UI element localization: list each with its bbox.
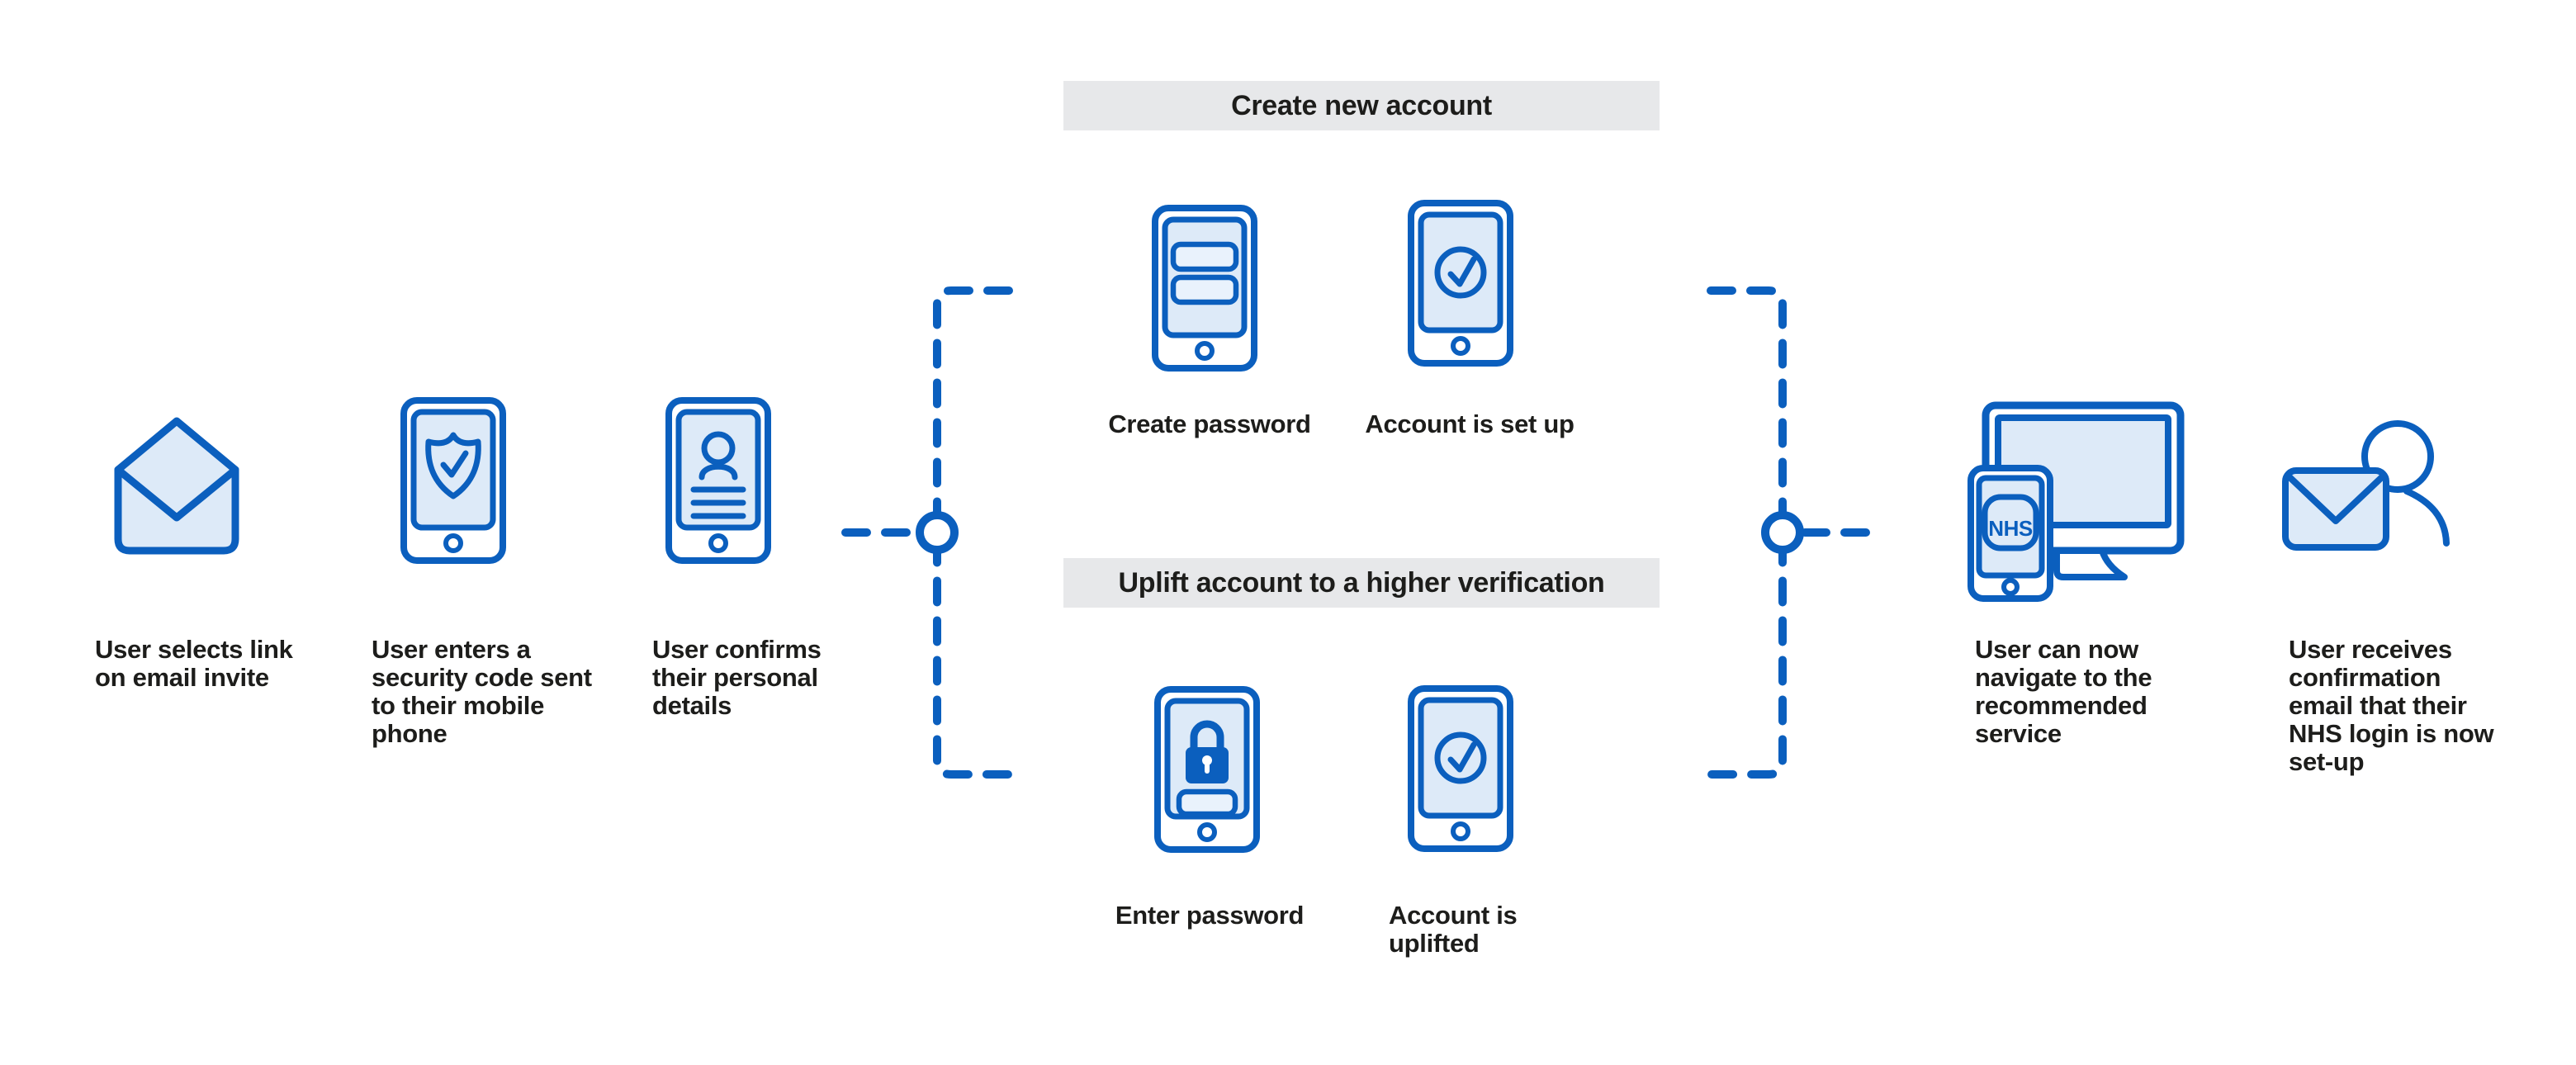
branch-header-uplift-account: Uplift account to a higher verification [1063, 558, 1660, 608]
lock-glyph [1186, 720, 1229, 783]
check-circle-glyph [1434, 246, 1487, 299]
merge-node [1761, 511, 1804, 554]
envelope-person-icon [2282, 420, 2450, 551]
caption-security-code: User enters a security code sent to thei… [372, 635, 592, 748]
nhs-badge-label: NHS [1988, 516, 2033, 541]
phone-lock-icon [1154, 686, 1260, 853]
branch-header-create-account: Create new account [1063, 81, 1660, 130]
caption-account-uplifted: Account is uplifted [1389, 901, 1518, 958]
shield-check-glyph [425, 432, 481, 499]
password-field-glyph [1176, 788, 1238, 817]
connector-branch-merge [1707, 286, 1787, 779]
caption-account-set-up: Account is set up [1365, 409, 1574, 438]
branch-title: Uplift account to a higher verification [1118, 566, 1605, 599]
nhs-badge [1982, 494, 2039, 551]
profile-glyph [690, 431, 746, 519]
caption-personal-details: User confirms their personal details [652, 635, 822, 720]
nhs-app-phone-glyph: NHS [1968, 465, 2053, 602]
connector-branch-split [933, 286, 1013, 779]
form-fields-glyph [1170, 241, 1239, 305]
caption-email-invite: User selects link on email invite [95, 635, 293, 692]
caption-enter-password: Enter password [1115, 901, 1305, 930]
branch-title: Create new account [1231, 89, 1492, 121]
caption-confirmation-email: User receives confirmation email that th… [2289, 635, 2494, 776]
check-circle-glyph [1434, 731, 1487, 784]
open-envelope-icon [114, 417, 239, 555]
phone-shield-icon [400, 397, 506, 564]
phone-profile-icon [665, 397, 771, 564]
caption-create-password: Create password [1108, 409, 1311, 438]
branch-node [916, 511, 959, 554]
envelope-glyph [2282, 467, 2389, 551]
phone-check-icon [1408, 200, 1513, 367]
phone-form-icon [1152, 205, 1257, 372]
caption-navigate-service: User can now navigate to the recommended… [1975, 635, 2152, 748]
devices-icon: NHS [1968, 401, 2185, 602]
phone-check-icon [1408, 685, 1513, 852]
